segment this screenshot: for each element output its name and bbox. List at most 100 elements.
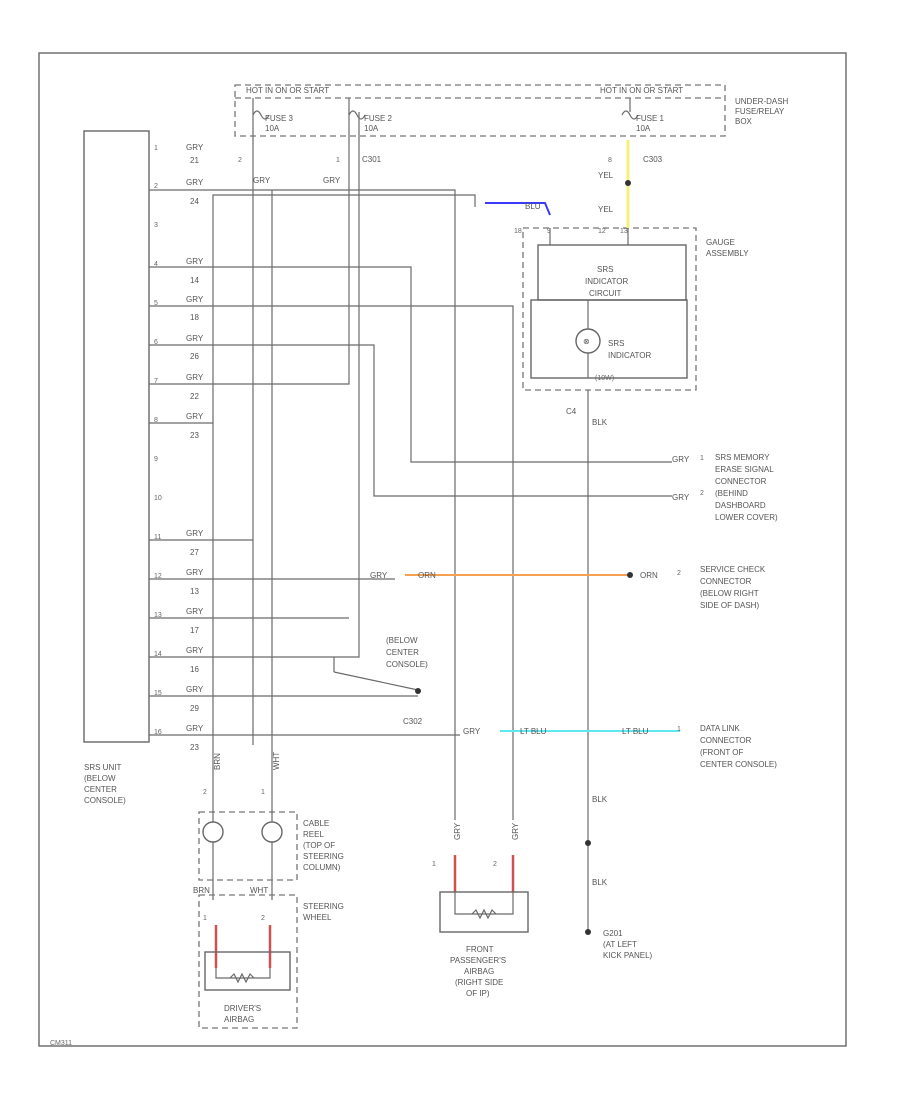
hot-label-2: HOT IN ON OR START xyxy=(600,86,683,95)
fuse-relay-box xyxy=(234,84,726,137)
svg-text:PASSENGER'S: PASSENGER'S xyxy=(450,956,506,965)
blue-wire xyxy=(485,202,551,216)
svg-text:G201: G201 xyxy=(603,929,623,938)
svg-text:16: 16 xyxy=(190,665,199,674)
svg-text:CENTER CONSOLE): CENTER CONSOLE) xyxy=(700,760,777,769)
svg-text:DRIVER'S: DRIVER'S xyxy=(224,1004,261,1013)
svg-text:GRY: GRY xyxy=(186,724,204,733)
svg-text:17: 17 xyxy=(190,626,199,635)
svg-text:23: 23 xyxy=(190,743,199,752)
svg-text:BLK: BLK xyxy=(592,418,608,427)
svg-text:FUSE 2: FUSE 2 xyxy=(364,114,393,123)
svg-text:SRS MEMORY: SRS MEMORY xyxy=(715,453,770,462)
svg-text:3: 3 xyxy=(154,222,158,229)
svg-text:GRY: GRY xyxy=(453,822,462,840)
svg-text:GRY: GRY xyxy=(186,646,204,655)
svg-text:SRS UNIT: SRS UNIT xyxy=(84,763,121,772)
svg-text:8: 8 xyxy=(154,417,158,424)
svg-text:GRY: GRY xyxy=(511,822,520,840)
svg-text:29: 29 xyxy=(190,704,199,713)
svg-text:GAUGE: GAUGE xyxy=(706,238,735,247)
passenger-airbag-name: FRONT PASSENGER'S AIRBAG (RIGHT SIDE OF … xyxy=(450,945,506,998)
fuse-box-name: UNDER-DASH FUSE/RELAY BOX xyxy=(735,97,789,126)
gauge-assembly xyxy=(522,227,697,391)
svg-text:DATA LINK: DATA LINK xyxy=(700,724,740,733)
svg-text:AIRBAG: AIRBAG xyxy=(224,1015,254,1024)
srs-unit xyxy=(83,130,150,743)
svg-text:INDICATOR: INDICATOR xyxy=(585,277,628,286)
svg-text:2: 2 xyxy=(700,490,704,497)
svg-text:ORN: ORN xyxy=(640,571,658,580)
svg-text:7: 7 xyxy=(154,378,158,385)
svg-text:BRN: BRN xyxy=(193,886,210,895)
svg-text:LT BLU: LT BLU xyxy=(622,727,649,736)
svg-text:1: 1 xyxy=(432,861,436,868)
svg-text:SERVICE CHECK: SERVICE CHECK xyxy=(700,565,766,574)
drivers-airbag-name: DRIVER'S AIRBAG xyxy=(224,1004,261,1024)
svg-text:FRONT: FRONT xyxy=(466,945,494,954)
svg-text:(10W): (10W) xyxy=(595,375,614,382)
steering-wheel xyxy=(198,894,298,1029)
svg-text:STEERING: STEERING xyxy=(303,902,344,911)
svg-text:COLUMN): COLUMN) xyxy=(303,863,341,872)
svg-text:10A: 10A xyxy=(265,124,280,133)
svg-text:15: 15 xyxy=(154,690,162,697)
svg-text:4: 4 xyxy=(154,261,158,268)
srs-row-16: 16 GRY 23 xyxy=(154,724,204,752)
svg-text:BLU: BLU xyxy=(525,202,541,211)
svg-text:22: 22 xyxy=(190,392,199,401)
svg-text:GRY: GRY xyxy=(253,176,271,185)
ground-g201-icon xyxy=(585,929,591,935)
svg-text:2: 2 xyxy=(238,157,242,164)
svg-text:24: 24 xyxy=(190,197,199,206)
diagram-frame xyxy=(38,52,847,1047)
srs-row-7: 7 GRY 22 xyxy=(154,373,204,401)
svg-text:GRY: GRY xyxy=(463,727,481,736)
svg-text:GRY: GRY xyxy=(672,493,690,502)
svg-text:(RIGHT SIDE: (RIGHT SIDE xyxy=(455,978,503,987)
svg-text:BRN: BRN xyxy=(213,753,222,770)
svg-text:GRY: GRY xyxy=(186,257,204,266)
svg-text:18: 18 xyxy=(514,228,522,235)
svg-text:GRY: GRY xyxy=(186,143,204,152)
svg-text:9: 9 xyxy=(547,228,551,235)
svg-text:16: 16 xyxy=(154,729,162,736)
svg-text:ORN: ORN xyxy=(418,571,436,580)
svg-text:GRY: GRY xyxy=(186,373,204,382)
svg-text:⊗: ⊗ xyxy=(583,337,590,346)
svg-text:2: 2 xyxy=(261,915,265,922)
drivers-airbag xyxy=(204,951,291,991)
svg-text:10A: 10A xyxy=(636,124,651,133)
svg-text:(TOP OF: (TOP OF xyxy=(303,841,335,850)
svg-text:CONNECTOR: CONNECTOR xyxy=(700,577,752,586)
service-check-connector: SERVICE CHECK CONNECTOR (BELOW RIGHT SID… xyxy=(700,565,766,610)
svg-text:GRY: GRY xyxy=(186,412,204,421)
svg-text:2: 2 xyxy=(493,861,497,868)
svg-text:GRY: GRY xyxy=(672,455,690,464)
svg-text:OF IP): OF IP) xyxy=(466,989,490,998)
front-passenger-airbag xyxy=(439,891,529,933)
svg-text:WHEEL: WHEEL xyxy=(303,913,332,922)
srs-row-3: 3 xyxy=(154,222,158,229)
svg-text:1: 1 xyxy=(700,455,704,462)
fuse-3: FUSE 3 10A xyxy=(252,110,294,133)
svg-text:CENTER: CENTER xyxy=(386,648,419,657)
srs-memory-erase-connector: SRS MEMORY ERASE SIGNAL CONNECTOR (BEHIN… xyxy=(715,453,778,522)
srs-row-10: 10 xyxy=(154,495,162,502)
srs-unit-name: SRS UNIT (BELOW CENTER CONSOLE) xyxy=(84,763,126,805)
svg-text:BOX: BOX xyxy=(735,117,753,126)
svg-text:11: 11 xyxy=(154,534,161,541)
svg-text:2: 2 xyxy=(677,570,681,577)
svg-text:WHT: WHT xyxy=(250,886,268,895)
svg-text:GRY: GRY xyxy=(186,178,204,187)
